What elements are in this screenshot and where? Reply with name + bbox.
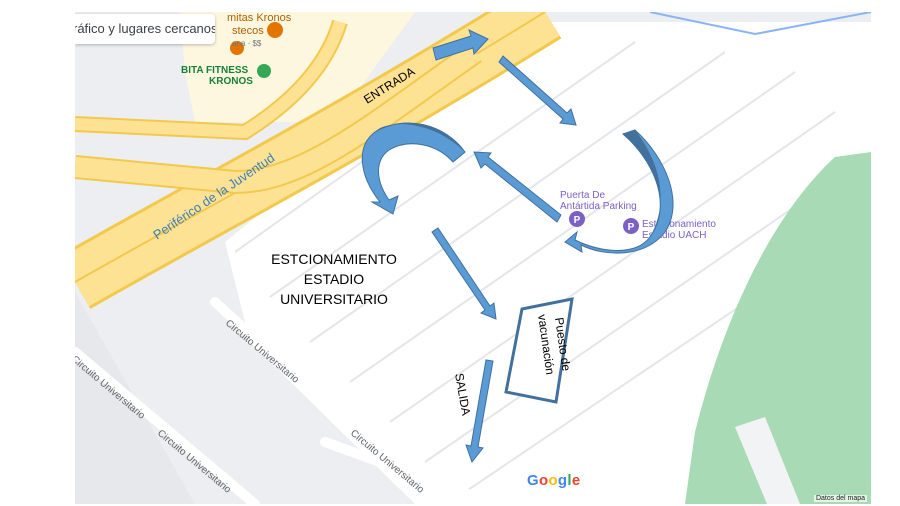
arrow-uturn-right	[564, 129, 674, 254]
arrow-down-right-2	[431, 227, 497, 320]
vaccination-post[interactable]: Puesto de vacunación	[504, 297, 574, 404]
parking1-name-2: Antártida Parking	[560, 201, 637, 212]
map-canvas[interactable]: mitas Kronos stecos ana · $$ BITA FITNES…	[75, 12, 871, 504]
parking-glyph: P	[628, 222, 635, 233]
park-path	[735, 417, 800, 504]
parking-poi-uach[interactable]: P Estacionamiento Estadio UACH	[623, 218, 716, 241]
chip-label: ráfico y lugares cercanos	[75, 21, 215, 36]
nearby-traffic-chip[interactable]: ráfico y lugares cercanos	[75, 14, 215, 44]
waterway-line	[649, 12, 871, 36]
lot-label-3: UNIVERSITARIO	[280, 291, 388, 307]
arrow-uturn-right-shade	[623, 130, 661, 237]
parking2-name-2: Estadio UACH	[642, 230, 706, 241]
parking-pin-icon[interactable]	[623, 218, 639, 234]
restaurant-name-2: stecos	[232, 25, 264, 37]
restaurant-pin-icon[interactable]	[267, 22, 283, 38]
restaurant-poi[interactable]: mitas Kronos stecos ana · $$	[227, 12, 292, 55]
google-logo: Google	[527, 472, 581, 489]
circuito-roads	[75, 297, 500, 504]
arrow-salida	[465, 359, 494, 464]
logo-letter: g	[557, 472, 568, 489]
logo-letter: G	[527, 472, 539, 489]
map-graphics[interactable]: mitas Kronos stecos ana · $$ BITA FITNES…	[75, 12, 871, 504]
lot-label-2: ESTADIO	[304, 271, 365, 287]
traffic-arrows	[361, 29, 674, 464]
vaccination-box[interactable]	[504, 297, 574, 404]
logo-letter: o	[538, 472, 549, 489]
gym-name-1: BITA FITNESS	[181, 65, 249, 76]
parking1-name-1: Puerta De	[560, 190, 605, 201]
logo-letter: o	[548, 472, 558, 489]
parking2-name-1: Estacionamiento	[642, 219, 716, 230]
parking-pin-icon[interactable]	[569, 211, 585, 227]
arrow-uturn-left-shade	[375, 122, 465, 152]
dumbbell-pin-icon[interactable]	[257, 64, 271, 78]
arrow-up-left	[473, 151, 562, 223]
lot-label-1: ESTCIONAMIENTO	[271, 251, 397, 267]
commercial-area	[180, 12, 415, 122]
fork-knife-icon[interactable]	[230, 41, 244, 55]
arrow-down-right-1	[498, 55, 577, 126]
parking-glyph: P	[574, 215, 581, 226]
park-area	[685, 152, 871, 504]
restaurant-meta: ana · $$	[232, 39, 262, 48]
logo-letter: l	[567, 472, 572, 489]
parking-poi-antartida[interactable]: P Puerta De Antártida Parking	[560, 190, 637, 227]
gym-poi[interactable]: BITA FITNESS KRONOS	[181, 64, 271, 87]
logo-letter: e	[571, 472, 581, 489]
arrow-entrada	[432, 29, 489, 61]
map-attribution[interactable]: Datos del mapa	[813, 495, 867, 502]
periferico-road	[75, 12, 562, 309]
restaurant-name-1: mitas Kronos	[227, 12, 292, 24]
gym-name-2: KRONOS	[209, 76, 253, 87]
